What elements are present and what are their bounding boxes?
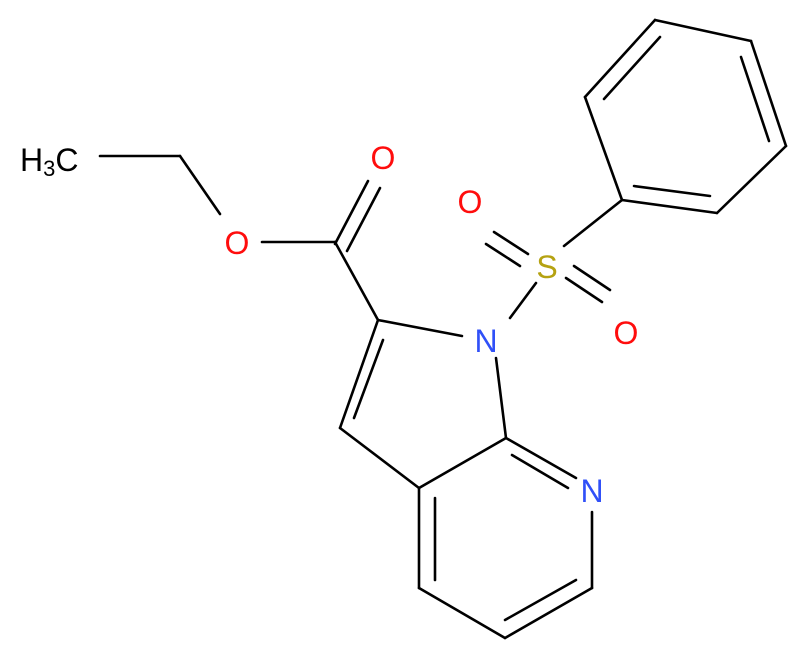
bond-ph4-ph5-inner <box>739 55 771 143</box>
carbonyl-oxygen-label: O <box>371 140 396 176</box>
bond-n1-c7a <box>494 356 508 440</box>
bond-c6-c5-inner <box>503 578 578 622</box>
bonds <box>98 18 788 640</box>
bond-c7a-n7 <box>504 436 578 480</box>
bond-ph3-ph4 <box>653 18 753 43</box>
bond-ch2-o <box>178 154 222 216</box>
sulfur-label: S <box>536 249 557 285</box>
bond-c2-n1 <box>376 318 464 338</box>
bond-ph2-ph3-inner <box>602 35 662 101</box>
bond-n1-s <box>508 281 538 320</box>
bond-ph6-ph1 <box>620 198 719 215</box>
methyl-h: H <box>20 142 43 178</box>
bond-c2-c3-inner <box>352 338 385 420</box>
bond-s-o1-b <box>484 242 522 268</box>
atom-labels: H3C O O O O S N N <box>20 140 638 509</box>
bond-carbonyl-double-a <box>333 179 370 246</box>
methyl-subscript: 3 <box>43 156 55 181</box>
bond-c6-c5 <box>503 586 594 640</box>
ester-oxygen-label: O <box>225 225 250 261</box>
bond-c7a-n7-inner <box>510 453 570 490</box>
methyl-label: H3C <box>20 142 78 181</box>
bond-c7a-c3a <box>417 436 508 490</box>
bond-c2-c3 <box>338 318 380 430</box>
sulfonyl-oxygen-1-label: O <box>458 184 483 220</box>
pyridine-nitrogen-label: N <box>580 473 603 509</box>
bond-ph5-ph6 <box>715 144 788 215</box>
bond-c3-c3a <box>338 426 421 490</box>
bond-s-phenyl <box>562 198 624 248</box>
bond-ph4-ph5 <box>749 39 788 148</box>
bond-s-o1-a <box>492 230 530 256</box>
bond-ph2-ph3 <box>583 18 657 99</box>
bond-carbonyl-c2 <box>333 240 380 322</box>
bond-carbonyl-double-b <box>345 186 382 253</box>
bond-s-o2-a <box>564 276 604 304</box>
bond-ph1-ph2 <box>583 95 624 202</box>
pyrrole-nitrogen-label: N <box>474 323 497 359</box>
sulfonyl-oxygen-2-label: O <box>614 315 639 351</box>
methyl-c: C <box>55 142 78 178</box>
bond-s-o2-b <box>572 264 612 292</box>
bond-c5-c4 <box>417 586 507 640</box>
bond-ph6-ph1-inner <box>632 184 712 198</box>
